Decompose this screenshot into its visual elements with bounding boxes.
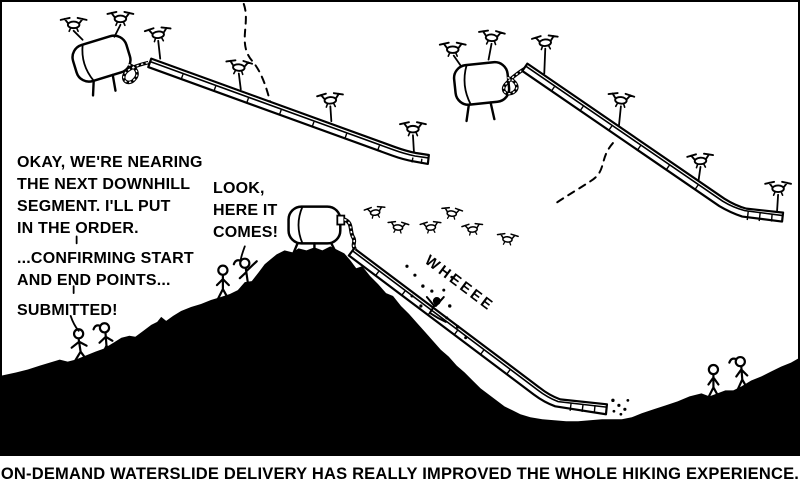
aerial-delivery-left	[59, 10, 430, 166]
drone-icon	[106, 10, 135, 27]
drone-icon	[440, 206, 464, 221]
waterslide-left	[147, 57, 430, 166]
speech-order-dialogue: OKAY, WE'RE NEARING THE NEXT DOWNHILL SE…	[17, 152, 203, 330]
drone-icon	[399, 121, 427, 137]
speech-line: LOOK,	[213, 180, 265, 197]
drone-icon	[316, 91, 345, 109]
deployed-waterslide	[347, 247, 609, 416]
drone-icon	[59, 16, 88, 33]
water-splash	[405, 264, 468, 340]
drone-icon	[764, 180, 792, 197]
hiker-right-1	[707, 363, 720, 399]
drone-icon	[495, 232, 520, 247]
dashed-flight-path-left	[242, 2, 274, 115]
comic-panel: WHEEEE	[0, 0, 800, 456]
speech-look-dialogue: LOOK, HERE IT COMES!	[213, 178, 278, 244]
speech-line: AND END POINTS...	[17, 272, 171, 289]
hiker-ponytail-left	[92, 322, 114, 358]
drone-icon	[363, 204, 387, 220]
comic-caption: ON-DEMAND WATERSLIDE DELIVERY HAS REALLY…	[0, 465, 800, 483]
bottom-splash	[611, 398, 630, 416]
speech-connectors	[69, 235, 246, 332]
mountain-silhouette	[2, 246, 798, 454]
wheee-text: WHEEEE	[421, 253, 497, 315]
hiker-watching	[215, 264, 230, 301]
drone-icon	[686, 152, 715, 170]
dashed-flight-path-right	[554, 142, 614, 205]
water-tank-left	[71, 34, 132, 97]
slider-figure	[425, 296, 447, 323]
drone-icon	[438, 41, 467, 58]
speech-line: SUBMITTED!	[17, 302, 118, 319]
departing-drone-fleet	[363, 204, 520, 247]
waterslide-right	[521, 62, 785, 223]
hiker-pointing	[232, 257, 258, 294]
speech-line: COMES!	[213, 224, 279, 241]
drone-icon	[419, 220, 443, 235]
speech-line: IN THE ORDER.	[17, 220, 139, 237]
speech-line: SEGMENT. I'LL PUT	[17, 198, 171, 215]
aerial-delivery-right	[438, 28, 792, 223]
drone-icon	[461, 222, 485, 237]
hiker-right-2	[728, 355, 749, 392]
drone-icon	[477, 28, 506, 47]
speech-line: OKAY, WE'RE NEARING	[17, 154, 203, 171]
deployed-water-tank	[287, 205, 357, 259]
speech-line: ...CONFIRMING START	[17, 250, 194, 267]
caption-bar: ON-DEMAND WATERSLIDE DELIVERY HAS REALLY…	[0, 456, 800, 493]
comic-scene: WHEEEE	[2, 2, 798, 454]
drone-icon	[386, 220, 410, 235]
hiker-ordering	[70, 328, 88, 363]
speech-line: THE NEXT DOWNHILL	[17, 176, 191, 193]
speech-line: HERE IT	[213, 202, 278, 219]
